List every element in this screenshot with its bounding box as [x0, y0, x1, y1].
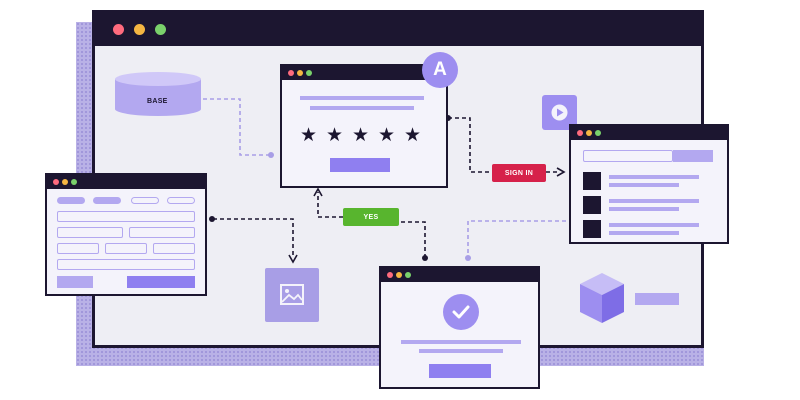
close-dot[interactable]: [113, 24, 124, 35]
database-icon: BASE: [114, 71, 202, 117]
connector-rating-to-signin: [448, 117, 493, 173]
star-icon[interactable]: ★: [326, 125, 344, 146]
rating-window: ★ ★ ★ ★ ★: [280, 64, 448, 188]
sign-in-tag[interactable]: SIGN IN: [492, 164, 546, 182]
form-field[interactable]: [105, 243, 147, 254]
list-item[interactable]: [583, 196, 713, 216]
close-dot[interactable]: [53, 179, 59, 185]
maximize-dot[interactable]: [306, 70, 312, 76]
list-item-thumbnail: [583, 196, 601, 214]
search-button[interactable]: [673, 150, 713, 162]
main-window-titlebar: [95, 13, 701, 46]
connector-end-dot: [268, 152, 274, 158]
form-field[interactable]: [57, 243, 99, 254]
avatar-initial: A: [433, 59, 447, 80]
form-window-titlebar: [47, 175, 205, 189]
maximize-dot[interactable]: [405, 272, 411, 278]
star-icon[interactable]: ★: [300, 125, 318, 146]
avatar[interactable]: A: [422, 52, 458, 88]
close-dot[interactable]: [387, 272, 393, 278]
connector-db-to-rating: [203, 98, 270, 156]
connector-yes-to-rating: [317, 192, 343, 218]
form-field[interactable]: [57, 259, 195, 270]
check-icon: [443, 294, 479, 330]
list-item-thumbnail: [583, 172, 601, 190]
database-label: BASE: [147, 98, 168, 105]
form-field[interactable]: [57, 227, 123, 238]
list-item-line: [609, 223, 699, 227]
search-input[interactable]: [583, 150, 673, 162]
list-item[interactable]: [583, 220, 713, 240]
minimize-dot[interactable]: [396, 272, 402, 278]
list-item-thumbnail: [583, 220, 601, 238]
list-window-titlebar: [571, 126, 727, 140]
tab-pill[interactable]: [131, 197, 159, 204]
form-field[interactable]: [129, 227, 195, 238]
list-item-line: [609, 183, 679, 187]
list-window: [569, 124, 729, 244]
connector-form-to-image: [213, 218, 294, 258]
maximize-dot[interactable]: [595, 130, 601, 136]
continue-button[interactable]: [429, 364, 491, 378]
rating-window-titlebar: [282, 66, 446, 80]
form-field[interactable]: [57, 211, 195, 222]
list-item-line: [609, 231, 679, 235]
star-icon[interactable]: ★: [352, 125, 370, 146]
cube-icon: [578, 271, 626, 325]
form-window: [45, 173, 207, 296]
star-icon[interactable]: ★: [378, 125, 396, 146]
yes-tag[interactable]: YES: [343, 208, 399, 226]
list-item-line: [609, 207, 679, 211]
list-item-line: [609, 199, 699, 203]
tab-pill[interactable]: [93, 197, 121, 204]
connector-success-to-yes: [400, 221, 426, 258]
list-item[interactable]: [583, 172, 713, 192]
maximize-dot[interactable]: [155, 24, 166, 35]
subheading-placeholder: [310, 106, 414, 110]
tab-pill[interactable]: [167, 197, 195, 204]
minimize-dot[interactable]: [586, 130, 592, 136]
form-field[interactable]: [153, 243, 195, 254]
submit-rating-button[interactable]: [330, 158, 390, 172]
maximize-dot[interactable]: [71, 179, 77, 185]
success-message-line: [401, 340, 521, 344]
image-icon[interactable]: [265, 268, 319, 322]
success-window: [379, 266, 540, 389]
connector-list-to-success: [467, 220, 566, 258]
submit-button[interactable]: [127, 276, 195, 288]
minimize-dot[interactable]: [62, 179, 68, 185]
success-window-titlebar: [381, 268, 538, 282]
heading-placeholder: [300, 96, 424, 100]
close-dot[interactable]: [577, 130, 583, 136]
minimize-dot[interactable]: [134, 24, 145, 35]
close-dot[interactable]: [288, 70, 294, 76]
tab-pill[interactable]: [57, 197, 85, 204]
minimize-dot[interactable]: [297, 70, 303, 76]
cancel-button[interactable]: [57, 276, 93, 288]
star-icon[interactable]: ★: [404, 125, 422, 146]
list-item-line: [609, 175, 699, 179]
cube-caption-placeholder: [635, 293, 679, 305]
success-message-line: [419, 349, 503, 353]
